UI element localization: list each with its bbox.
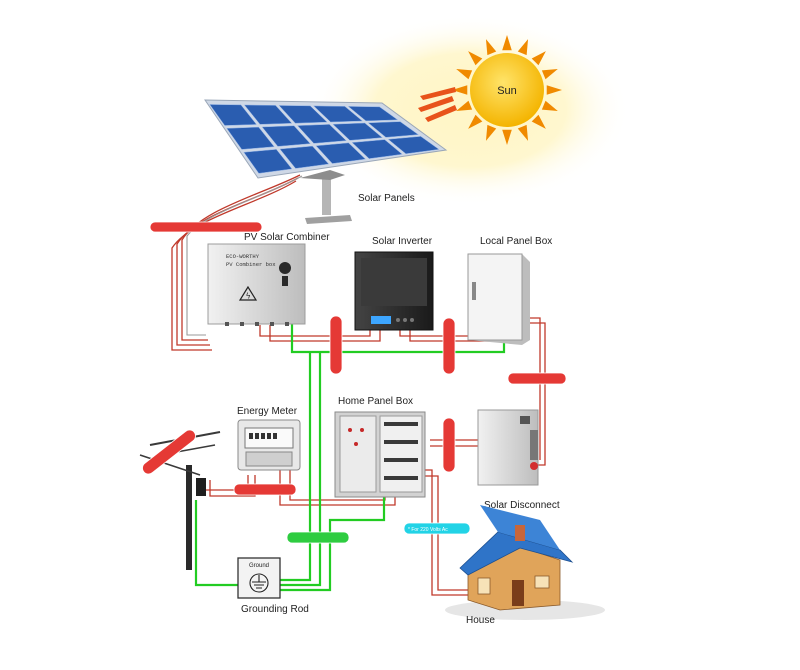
sun-rays [452, 35, 562, 145]
panel-cell [313, 105, 364, 123]
pv-combiner-box: ECO-WORTHY PV Combiner box ϟ PV Solar Co… [207, 232, 330, 326]
panel-cell [279, 145, 330, 169]
tag-inverter-to-panel [442, 317, 456, 375]
panel-cell [315, 142, 366, 164]
solar-panels-label: Solar Panels [358, 193, 415, 204]
home-panel-box: Home Panel Box [334, 396, 426, 498]
panel-cells [209, 104, 440, 174]
utility-pole [139, 431, 221, 570]
solar-panel-array: Solar Panels [204, 99, 448, 224]
svg-text:ϟ: ϟ [246, 292, 251, 301]
ground-plate-text: Ground [249, 563, 269, 569]
ground-wires [194, 320, 506, 592]
inverter-display [371, 316, 391, 324]
sun-ray [517, 39, 529, 56]
sun-ray [502, 129, 512, 145]
tag-house-feed-text: * For 220 Volts Ac [408, 527, 448, 533]
combiner-to-inverter-wires [259, 325, 381, 342]
panel-cell [261, 125, 311, 147]
sun-ray [485, 124, 497, 141]
panel-cell [226, 126, 275, 150]
panel-cell [296, 124, 347, 144]
home-panel-box-label: Home Panel Box [338, 396, 413, 407]
sun-ray [541, 100, 558, 112]
panel-cell [332, 122, 383, 141]
panel-cell [347, 106, 399, 122]
panel-cell [209, 104, 258, 126]
wire-tags: * For 220 Volts Ac [142, 221, 567, 544]
tag-panel-output [149, 221, 263, 233]
combiner-model-text: PV Combiner box [226, 261, 276, 268]
solar-inverter: Solar Inverter [354, 236, 434, 331]
sun-ray [502, 35, 512, 51]
warning-icon [238, 285, 258, 301]
solar-disconnect-label: Solar Disconnect [484, 500, 560, 511]
sun-ray [456, 68, 473, 80]
house: House [445, 505, 605, 626]
grounding-rod: Ground Grounding Rod [237, 557, 309, 615]
pv-combiner-label: PV Solar Combiner [244, 232, 330, 243]
panel-base [305, 215, 352, 224]
solar-disconnect: Solar Disconnect [477, 409, 560, 511]
grounding-rod-label: Grounding Rod [241, 604, 309, 615]
energy-meter-label: Energy Meter [237, 406, 298, 417]
tag-combiner-to-inverter [329, 315, 343, 375]
sun-ray [468, 51, 483, 66]
ground-symbol-icon [249, 573, 269, 593]
panel-cell [351, 139, 403, 159]
solar-inverter-label: Solar Inverter [372, 236, 433, 247]
local-panel-box: Local Panel Box [467, 236, 552, 345]
panel-post [322, 175, 331, 215]
panel-cell [243, 104, 293, 125]
panel-cell [367, 121, 419, 138]
tag-house-feed [403, 522, 471, 535]
sun-ray [531, 51, 546, 66]
house-label: House [466, 615, 495, 626]
sun-ray [531, 114, 546, 129]
local-panel-box-label: Local Panel Box [480, 236, 552, 247]
sun-ray [456, 100, 473, 112]
tag-meter-output [233, 483, 297, 496]
sun-ray [517, 124, 529, 141]
combiner-lock-icon [279, 262, 291, 274]
sun-ray [485, 39, 497, 56]
sun-ray [452, 85, 468, 95]
tag-grounding-wire [286, 531, 350, 544]
sun-label: Sun [497, 85, 517, 97]
sun-ray [541, 68, 558, 80]
tag-pole-line [142, 429, 196, 475]
sun-disc [470, 53, 544, 127]
panel-cell [278, 105, 328, 124]
panel-cell [243, 149, 293, 174]
panel-cell [387, 136, 440, 155]
sun-beams [418, 87, 457, 122]
sun-ray [546, 85, 562, 95]
tag-disconnect-to-home [442, 417, 456, 473]
energy-meter: Energy Meter [237, 406, 301, 471]
sun-ray [468, 114, 483, 129]
tag-panel-to-disconnect [507, 372, 567, 385]
panel-bracket [300, 170, 345, 180]
combiner-brand-text: ECO-WORTHY [226, 253, 260, 260]
